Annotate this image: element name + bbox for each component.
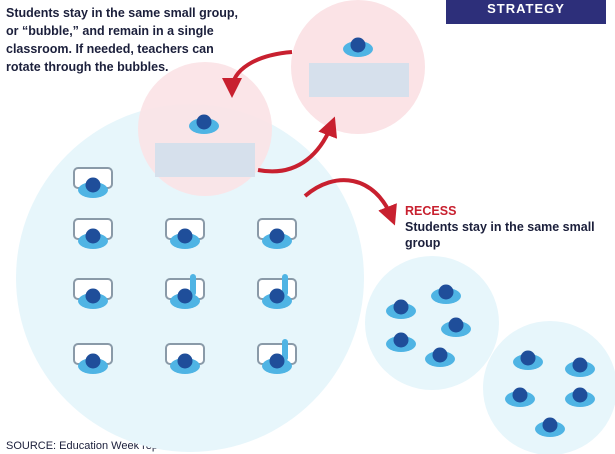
student-desk <box>257 338 297 375</box>
student-desk <box>165 218 205 250</box>
student-desk <box>257 273 297 310</box>
recess-annotation: RECESS Students stay in the same small g… <box>405 203 595 251</box>
intro-text: Students stay in the same small group, o… <box>6 6 239 74</box>
recess-bubble-2 <box>483 321 615 454</box>
student-desk <box>165 343 205 375</box>
student-desk <box>73 218 113 250</box>
student-desk <box>73 343 113 375</box>
teacher-desk-left <box>155 143 255 177</box>
student-desk <box>165 273 205 310</box>
student-desk <box>73 278 113 310</box>
arrow-teacher-rotate-up <box>257 116 338 174</box>
student-desk <box>73 167 113 199</box>
recess-text: Students stay in the same small group <box>405 220 595 250</box>
recess-title: RECESS <box>405 204 457 218</box>
teacher-desk-right <box>309 63 409 97</box>
strategy-label: STRATEGY <box>446 0 606 24</box>
arrow-to-recess <box>303 178 397 226</box>
recess-bubble-1 <box>365 256 499 390</box>
student-desk <box>257 218 297 250</box>
arrow-teacher-rotate-down <box>222 50 293 98</box>
